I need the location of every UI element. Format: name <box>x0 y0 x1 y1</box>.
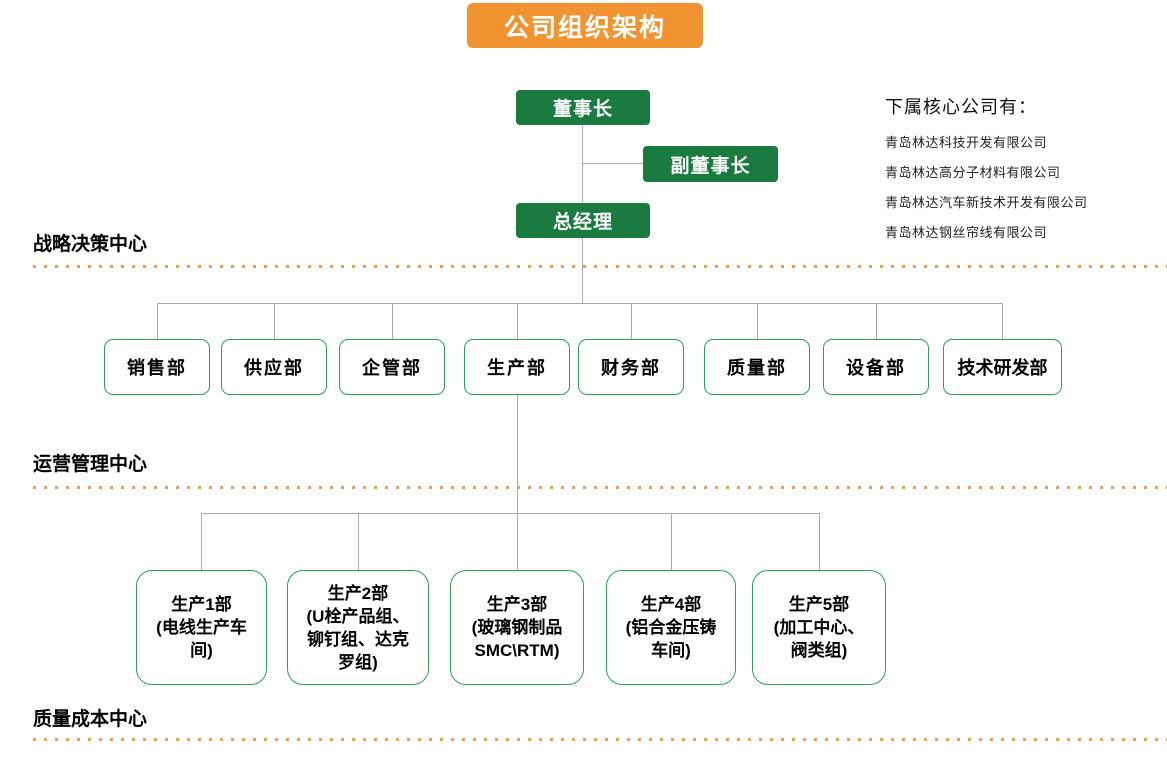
node-dept-production: 生产部 <box>464 339 570 395</box>
connector-stub-dept-5 <box>631 303 632 339</box>
subsidiaries-heading: 下属核心公司有： <box>885 97 1037 117</box>
subsidiary-company: 青岛林达科技开发有限公司 <box>885 135 1048 150</box>
subsidiary-company: 青岛林达汽车新技术开发有限公司 <box>885 195 1088 210</box>
connector-vice-branch <box>582 163 643 164</box>
dotted-divider-2 <box>33 486 1167 489</box>
node-production-unit-3: 生产3部 (玻璃钢制品 SMC\RTM) <box>450 570 584 685</box>
node-dept-rnd: 技术研发部 <box>943 339 1062 395</box>
connector-stub-dept-3 <box>392 303 393 339</box>
node-production-unit-2: 生产2部 (U栓产品组、 铆钉组、达克 罗组) <box>287 570 429 685</box>
connector-stub-prod-2 <box>358 513 359 570</box>
connector-production-bus <box>201 513 819 514</box>
page-title: 公司组织架构 <box>467 3 703 48</box>
connector-departments-bus <box>157 303 1002 304</box>
node-production-unit-1: 生产1部 (电线生产车 间) <box>136 570 267 685</box>
connector-chairman-gm <box>582 125 583 203</box>
connector-stub-prod-5 <box>819 513 820 570</box>
node-dept-sales: 销售部 <box>104 339 210 395</box>
connector-stub-dept-6 <box>757 303 758 339</box>
node-production-unit-5: 生产5部 (加工中心、 阀类组) <box>752 570 886 685</box>
connector-stub-prod-3 <box>517 513 518 570</box>
section-label-strategy: 战略决策中心 <box>33 234 148 255</box>
node-dept-finance: 财务部 <box>578 339 684 395</box>
node-dept-supply: 供应部 <box>221 339 327 395</box>
connector-stub-prod-1 <box>201 513 202 570</box>
node-dept-enterprise-mgmt: 企管部 <box>339 339 445 395</box>
node-general-manager: 总经理 <box>516 203 650 238</box>
connector-stub-prod-4 <box>671 513 672 570</box>
connector-stub-dept-7 <box>876 303 877 339</box>
node-chairman: 董事长 <box>516 90 650 125</box>
connector-production-down <box>517 395 518 513</box>
connector-stub-dept-2 <box>274 303 275 339</box>
connector-stub-dept-8 <box>1002 303 1003 339</box>
section-label-quality-cost: 质量成本中心 <box>33 709 148 730</box>
node-production-unit-4: 生产4部 (铝合金压铸 车间) <box>606 570 736 685</box>
dotted-divider-3 <box>33 738 1167 741</box>
connector-stub-dept-1 <box>157 303 158 339</box>
subsidiary-company: 青岛林达钢丝帘线有限公司 <box>885 225 1048 240</box>
node-dept-equipment: 设备部 <box>823 339 929 395</box>
subsidiary-company: 青岛林达高分子材料有限公司 <box>885 165 1061 180</box>
dotted-divider-1 <box>33 265 1167 268</box>
connector-stub-dept-4 <box>517 303 518 339</box>
subsidiaries-panel: 下属核心公司有： 青岛林达科技开发有限公司 青岛林达高分子材料有限公司 青岛林达… <box>885 94 1165 248</box>
node-dept-quality: 质量部 <box>704 339 810 395</box>
connector-gm-down <box>582 238 583 303</box>
node-vice-chairman: 副董事长 <box>643 146 778 182</box>
section-label-operations: 运营管理中心 <box>33 454 148 475</box>
